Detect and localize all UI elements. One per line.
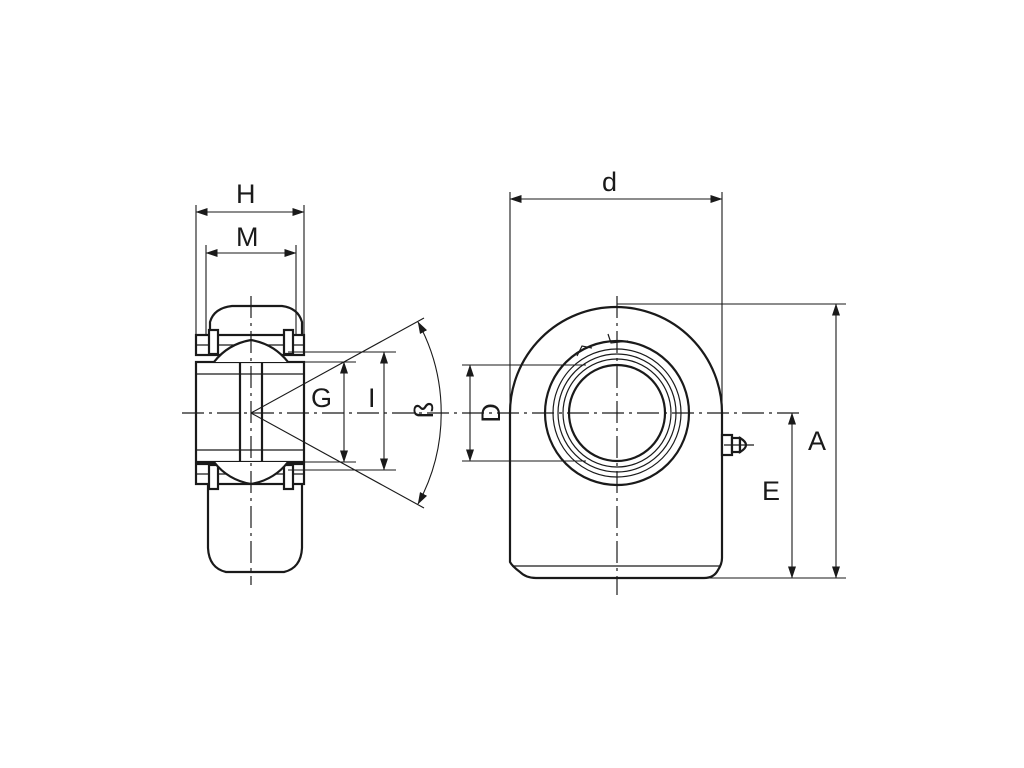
section-dimensions: H M G I ß <box>195 179 442 509</box>
label-H: H <box>236 179 256 209</box>
front-dimensions: d D A E <box>462 167 846 579</box>
label-G: G <box>311 383 332 413</box>
section-view <box>194 296 306 585</box>
label-A: A <box>808 426 826 456</box>
housing-outline <box>508 305 724 580</box>
label-beta: ß <box>409 402 439 419</box>
label-M: M <box>236 222 259 252</box>
grease-nipple-icon <box>720 433 754 457</box>
top-notch <box>607 333 629 344</box>
label-I: I <box>368 383 376 413</box>
bore-circle <box>567 363 667 463</box>
seal-ring-top-right <box>282 328 295 356</box>
front-view <box>508 296 754 595</box>
seal-ring-bottom-right <box>282 463 295 491</box>
label-D: D <box>476 403 506 423</box>
housing-upper-section <box>208 304 304 347</box>
label-E: E <box>762 476 780 506</box>
seal-ring-top-left <box>207 328 220 356</box>
snap-ring-gap <box>576 345 593 357</box>
inner-ring <box>194 360 306 464</box>
housing-lower-section <box>206 476 304 574</box>
dim-arc-beta <box>417 321 442 505</box>
label-d: d <box>602 167 617 197</box>
seal-ring-bottom-left <box>207 463 220 491</box>
